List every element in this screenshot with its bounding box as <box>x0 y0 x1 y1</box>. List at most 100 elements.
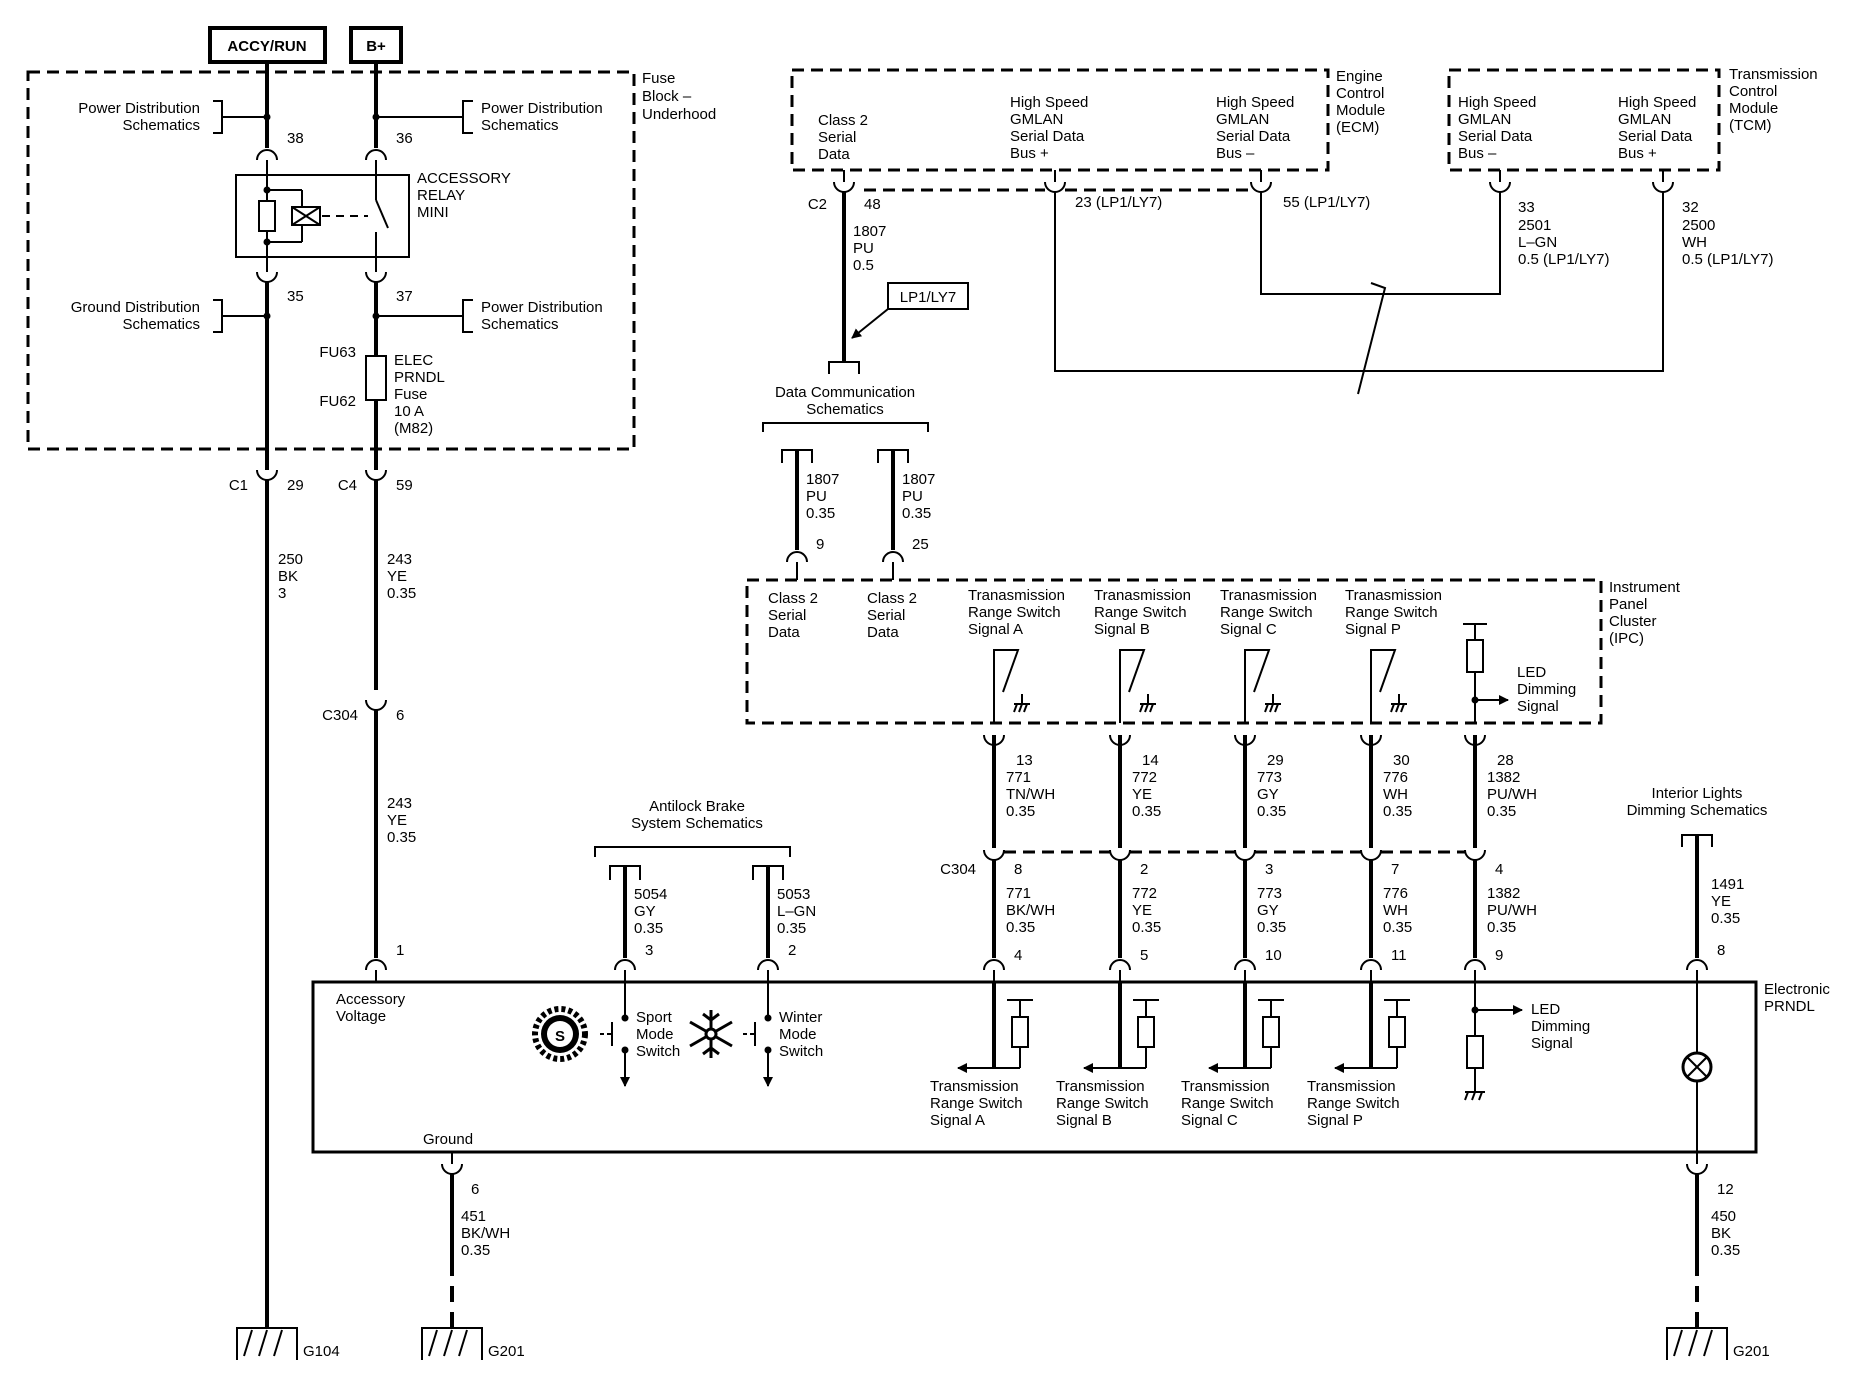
ground-g201-right-symbol <box>1666 1327 1728 1360</box>
winter-mode-switch <box>743 982 773 1087</box>
ipc-pin-9: 9 <box>816 536 824 553</box>
c1-label: C1 <box>229 477 248 494</box>
prndl-pin-6: 6 <box>471 1181 479 1198</box>
svg-text:S: S <box>555 1028 565 1045</box>
tcm-pin-32: 32 <box>1682 199 1699 216</box>
ecm-pin-55-connector <box>1250 181 1272 193</box>
dlc-top-bracket <box>828 361 860 374</box>
ipc-switch-c <box>1244 649 1281 723</box>
fuse-block-outline <box>26 70 636 451</box>
bplus-label: B+ <box>366 38 386 55</box>
pin-37: 37 <box>396 288 413 305</box>
relay-contact <box>375 199 389 229</box>
prndl-a-pin: 4 <box>1014 947 1022 964</box>
dlc-spread-bracket <box>762 422 929 432</box>
snowflake-icon <box>689 1010 733 1058</box>
pds-right-bracket <box>462 100 473 134</box>
pin-36-connector <box>365 149 387 161</box>
c304-pin-3 <box>1234 849 1256 861</box>
prndl-c-pin: 10 <box>1265 947 1282 964</box>
prndl-pin-2: 2 <box>788 942 796 959</box>
ecm-pin-23-connector <box>1044 181 1066 193</box>
ground-g201-left-symbol <box>421 1327 483 1360</box>
fu62-label: FU62 <box>319 393 356 410</box>
tcm-pin-33: 33 <box>1518 199 1535 216</box>
c304-led-pin: 4 <box>1495 861 1503 878</box>
elec-prndl-fuse <box>365 355 387 401</box>
ipc-switch-a <box>993 649 1030 723</box>
c4-label: C4 <box>338 477 357 494</box>
pin-38: 38 <box>287 130 304 147</box>
prndl-output-b <box>1083 982 1159 1073</box>
prndl-output-p <box>1334 982 1410 1073</box>
prndl-led-dimming <box>1464 982 1523 1101</box>
gmlan-serial-bus <box>1054 192 1664 395</box>
c304-right-label: C304 <box>940 861 976 878</box>
ecm-c2: C2 <box>808 196 827 213</box>
c1-connector <box>256 469 278 481</box>
c304-pin-2 <box>1109 849 1131 861</box>
c304-c-pin: 3 <box>1265 861 1273 878</box>
ipc-pin-25: 25 <box>912 536 929 553</box>
fu63-label: FU63 <box>319 344 356 361</box>
prndl-pin-8: 8 <box>1717 942 1725 959</box>
c304-pin-4 <box>1464 849 1486 861</box>
prndl-led-pin: 9 <box>1495 947 1503 964</box>
tcm-pin-33-connector <box>1489 181 1511 193</box>
accy-run-label: ACCY/RUN <box>227 38 306 55</box>
ipc-pin-9-connector <box>786 551 808 563</box>
sport-gear-icon: S <box>532 1006 588 1062</box>
prndl-pin-12: 12 <box>1717 1181 1734 1198</box>
lp1-ly7-tag <box>887 282 969 310</box>
prndl-ground-label: Ground <box>423 1131 473 1148</box>
ground-g104-symbol <box>236 1327 298 1360</box>
ecm-outline <box>790 68 1330 172</box>
c1-pin: 29 <box>287 477 304 494</box>
ground-g201-right: G201 <box>1733 1343 1770 1360</box>
ipc-led-dimming <box>1463 623 1509 723</box>
ecm-c2-connector <box>833 181 855 193</box>
pds-left-bracket <box>213 100 223 134</box>
tcm-outline <box>1447 68 1721 172</box>
gmlan-bus-minus-wire <box>1260 192 1501 295</box>
pin-35: 35 <box>287 288 304 305</box>
